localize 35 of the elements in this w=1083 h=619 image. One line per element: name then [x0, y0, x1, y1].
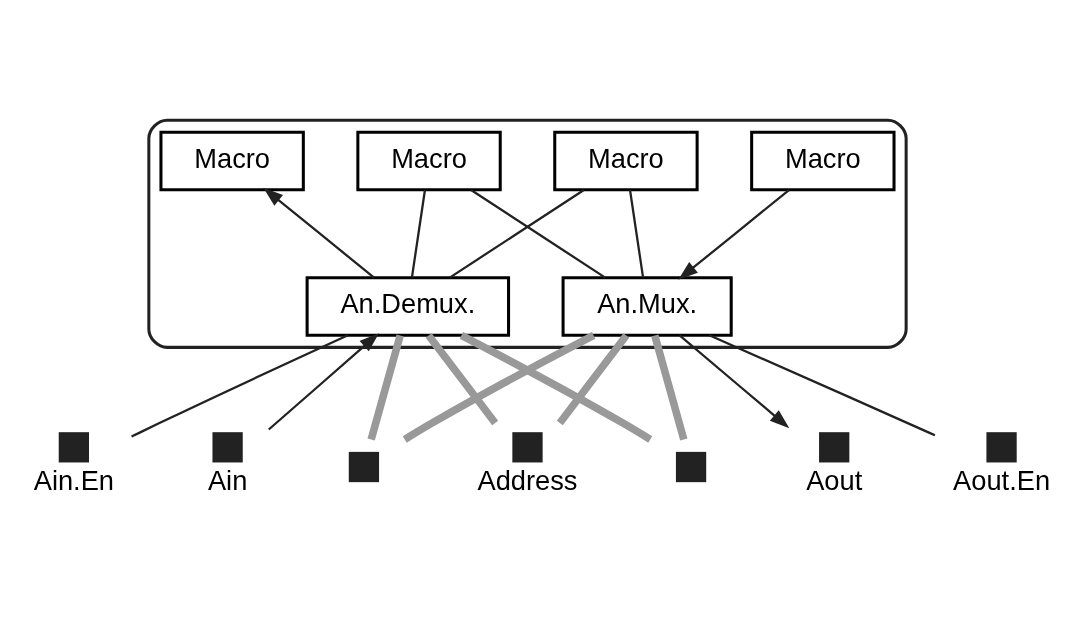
node-box [212, 432, 243, 463]
node-box [348, 451, 380, 483]
node-label: Aout.En [953, 465, 1051, 497]
node-box: Macro [356, 130, 502, 192]
cluster [147, 118, 908, 349]
arrow [263, 187, 375, 279]
arrow [268, 333, 380, 431]
connector [425, 333, 499, 426]
connector [131, 334, 349, 438]
connector [402, 332, 596, 443]
node-box [58, 432, 89, 463]
connector [628, 189, 645, 278]
node-box: An.Mux. [561, 276, 733, 337]
arrow [678, 189, 790, 280]
connector [367, 334, 404, 441]
node-box [512, 432, 543, 463]
connector [708, 334, 936, 437]
arrow [678, 334, 790, 429]
connector [556, 333, 630, 426]
connector [470, 189, 606, 279]
node-box: Macro [553, 130, 699, 192]
connector [651, 334, 688, 441]
node-box: An.Demux. [305, 276, 511, 337]
node-box: Macro [159, 130, 305, 192]
node-box [986, 432, 1017, 463]
node-box: Macro [750, 130, 896, 192]
node-label: Ain [207, 465, 248, 497]
node-box [675, 451, 707, 483]
node-label: Aout [806, 465, 863, 497]
node-label: Ain.En [33, 465, 115, 497]
connector [449, 189, 585, 279]
connector [459, 332, 653, 443]
node-label: Address [477, 465, 578, 497]
node-box [819, 432, 850, 463]
connector [410, 189, 427, 278]
